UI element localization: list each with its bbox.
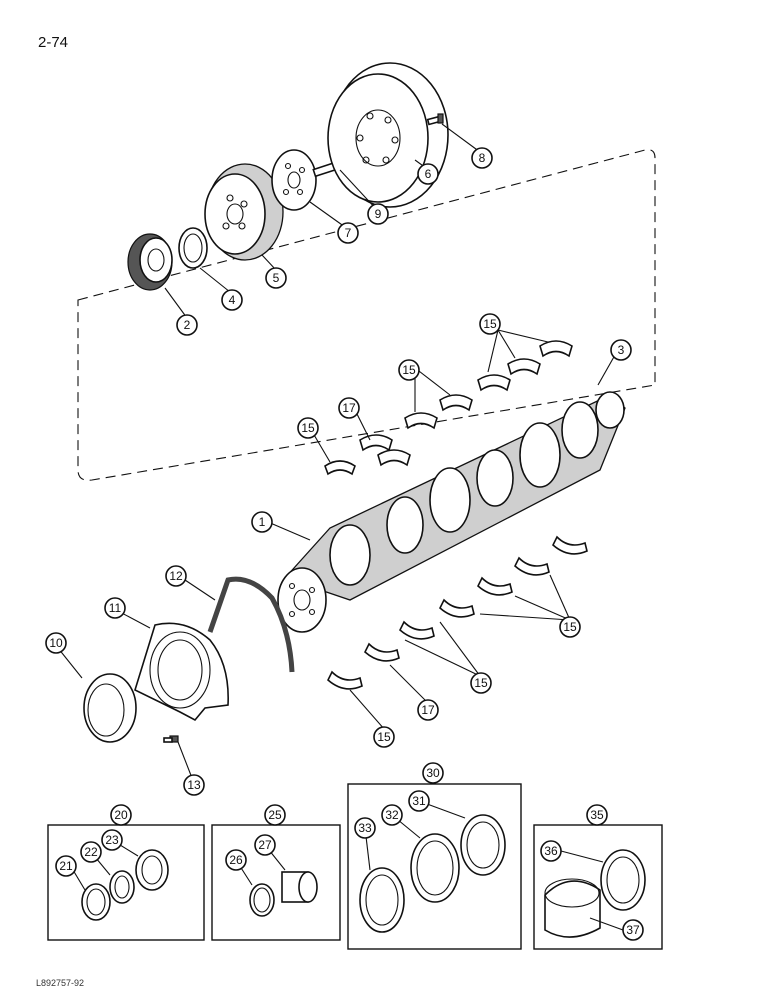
svg-text:10: 10 [49,636,63,650]
callout-17-top: 17 [338,397,360,419]
callout-22: 22 [80,841,102,863]
svg-text:31: 31 [412,794,426,808]
sleeve [178,227,208,269]
svg-text:23: 23 [105,833,119,847]
svg-text:11: 11 [109,601,122,615]
svg-text:4: 4 [229,293,236,307]
crankshaft [277,391,626,633]
svg-text:32: 32 [385,808,399,822]
callout-2: 2 [176,314,198,336]
svg-text:35: 35 [590,808,604,822]
kit-box-30 [347,783,522,950]
kit-25-rings [249,871,318,917]
callout-4: 4 [221,289,243,311]
callout-3: 3 [610,339,632,361]
callout-11: 11 [104,597,126,619]
callout-1: 1 [251,511,273,533]
callout-6: 6 [417,163,439,185]
kit-30-rings [359,814,506,933]
callout-15-bottom-right: 15 [559,616,581,638]
svg-text:13: 13 [187,778,201,792]
svg-text:12: 12 [169,569,183,583]
svg-text:20: 20 [114,808,128,822]
callout-31: 31 [408,790,430,812]
svg-text:8: 8 [479,151,486,165]
kit-box-20 [47,824,205,941]
svg-text:21: 21 [59,859,73,873]
kit-35-parts [544,849,646,938]
callout-15-bottom-mid: 15 [470,672,492,694]
callout-27: 27 [254,834,276,856]
callout-21: 21 [55,855,77,877]
callout-35: 35 [586,804,608,826]
kit-box-25 [211,824,341,941]
svg-text:30: 30 [426,766,440,780]
svg-text:1: 1 [259,515,266,529]
callout-5: 5 [265,267,287,289]
svg-text:15: 15 [377,730,391,744]
svg-text:15: 15 [301,421,315,435]
kit-20-rings [81,849,169,921]
callout-20: 20 [110,804,132,826]
svg-text:15: 15 [483,317,497,331]
svg-text:36: 36 [544,844,558,858]
seal-housing [134,622,229,722]
pulley [204,163,284,261]
callout-25: 25 [264,804,286,826]
callout-15-bottom-left: 15 [373,726,395,748]
callout-30: 30 [422,762,444,784]
callout-23: 23 [101,829,123,851]
svg-text:15: 15 [474,676,488,690]
callout-17-bottom: 17 [417,699,439,721]
callout-8: 8 [471,147,493,169]
timing-gear [127,233,173,291]
callout-32: 32 [381,804,403,826]
callout-33: 33 [354,817,376,839]
callout-26: 26 [225,849,247,871]
callout-9: 9 [367,203,389,225]
rear-gasket [207,576,295,673]
vibration-damper [327,62,449,208]
svg-text:2: 2 [184,318,191,332]
callout-36: 36 [540,840,562,862]
upper-bearing-shells [324,340,573,476]
adapter-plate [271,149,317,211]
callout-15-top-left: 15 [297,417,319,439]
svg-text:15: 15 [563,620,577,634]
svg-text:17: 17 [421,703,435,717]
callout-10: 10 [45,632,67,654]
svg-text:22: 22 [84,845,98,859]
svg-text:15: 15 [402,363,416,377]
damper-bolt [426,113,444,126]
svg-text:7: 7 [345,226,352,240]
figure-reference-code: L892757-92 [36,978,85,988]
callout-13: 13 [183,774,205,796]
callout-37: 37 [622,919,644,941]
svg-text:17: 17 [342,401,356,415]
callout-15-top-mid: 15 [398,359,420,381]
svg-text:25: 25 [268,808,282,822]
svg-text:26: 26 [229,853,243,867]
svg-text:27: 27 [258,838,272,852]
rear-seal [83,673,137,743]
callout-7: 7 [337,222,359,244]
housing-bolt [163,735,179,743]
callout-12: 12 [165,565,187,587]
dashed-group-outline [77,149,656,481]
svg-text:37: 37 [626,923,640,937]
svg-text:33: 33 [358,821,372,835]
svg-text:3: 3 [618,343,625,357]
svg-text:5: 5 [273,271,280,285]
svg-text:6: 6 [425,167,432,181]
svg-text:9: 9 [375,207,382,221]
callout-15-top-right: 15 [479,313,501,335]
page-number: 2-74 [38,34,69,51]
lower-bearing-shells [327,535,588,690]
